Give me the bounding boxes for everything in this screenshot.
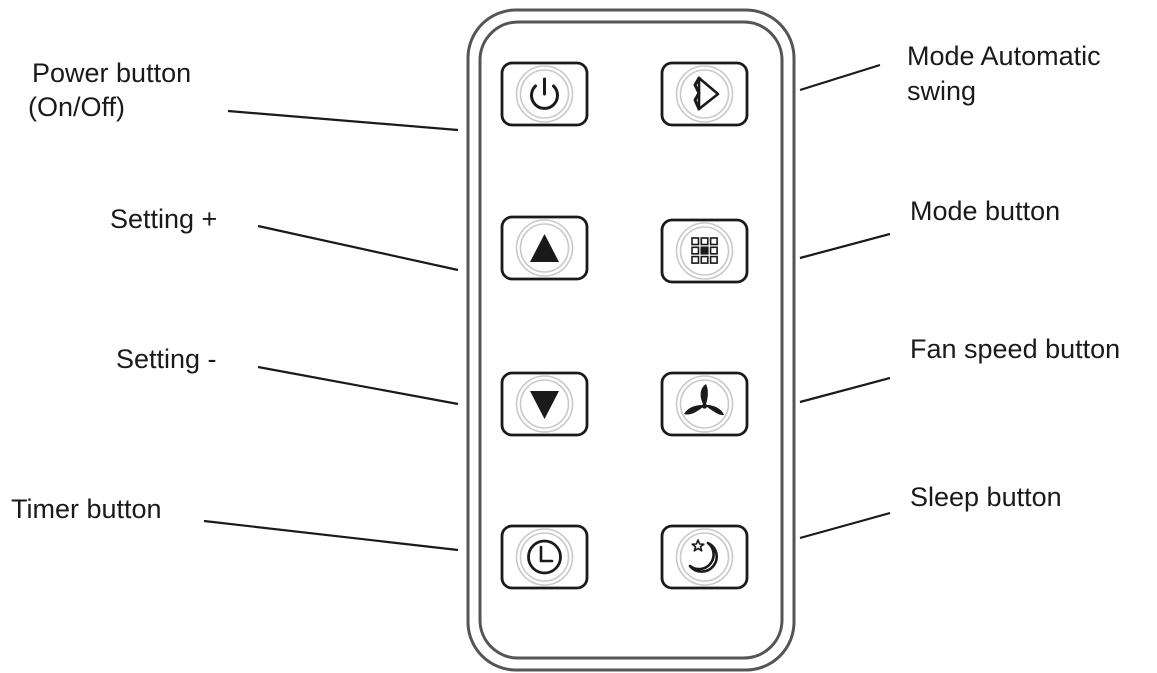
- label-setting-minus: Setting -: [116, 344, 217, 374]
- leader-mode: [799, 232, 891, 260]
- triangle-up-icon: [530, 234, 559, 262]
- remote-body: [466, 8, 796, 672]
- fan-icon: [684, 384, 724, 416]
- power-icon: [530, 77, 559, 110]
- triangle-down-icon: [530, 391, 559, 419]
- label-power-line1: Power button: [32, 58, 191, 88]
- label-fan-speed: Fan speed button: [910, 334, 1120, 364]
- timer-button[interactable]: [500, 524, 589, 590]
- fan-speed-button[interactable]: [660, 371, 749, 437]
- label-power-line2: (On/Off): [28, 92, 125, 122]
- leader-setting-plus: [257, 224, 459, 272]
- moon-star-icon: [688, 539, 718, 573]
- label-setting-plus: Setting +: [110, 204, 217, 234]
- setting-minus-button[interactable]: [500, 371, 589, 437]
- leader-timer: [203, 519, 459, 552]
- label-sleep: Sleep button: [910, 482, 1062, 512]
- leader-sleep: [799, 511, 891, 540]
- label-timer: Timer button: [11, 494, 162, 524]
- leader-setting-minus: [257, 365, 459, 406]
- label-swing-line2: swing: [907, 76, 976, 106]
- leader-swing: [799, 63, 881, 92]
- label-mode: Mode button: [910, 196, 1060, 226]
- label-swing-line1: Mode Automatic: [907, 41, 1101, 71]
- mode-grid-icon: [691, 237, 718, 264]
- leader-lines: [203, 63, 891, 552]
- setting-plus-button[interactable]: [500, 215, 589, 281]
- leader-power: [227, 109, 459, 132]
- clock-icon: [527, 539, 562, 575]
- mode-button[interactable]: [660, 218, 749, 284]
- swing-icon: [693, 76, 720, 111]
- sleep-button[interactable]: [660, 524, 749, 590]
- power-button[interactable]: [500, 61, 589, 127]
- swing-button[interactable]: [660, 61, 749, 127]
- leader-fan-speed: [799, 376, 891, 404]
